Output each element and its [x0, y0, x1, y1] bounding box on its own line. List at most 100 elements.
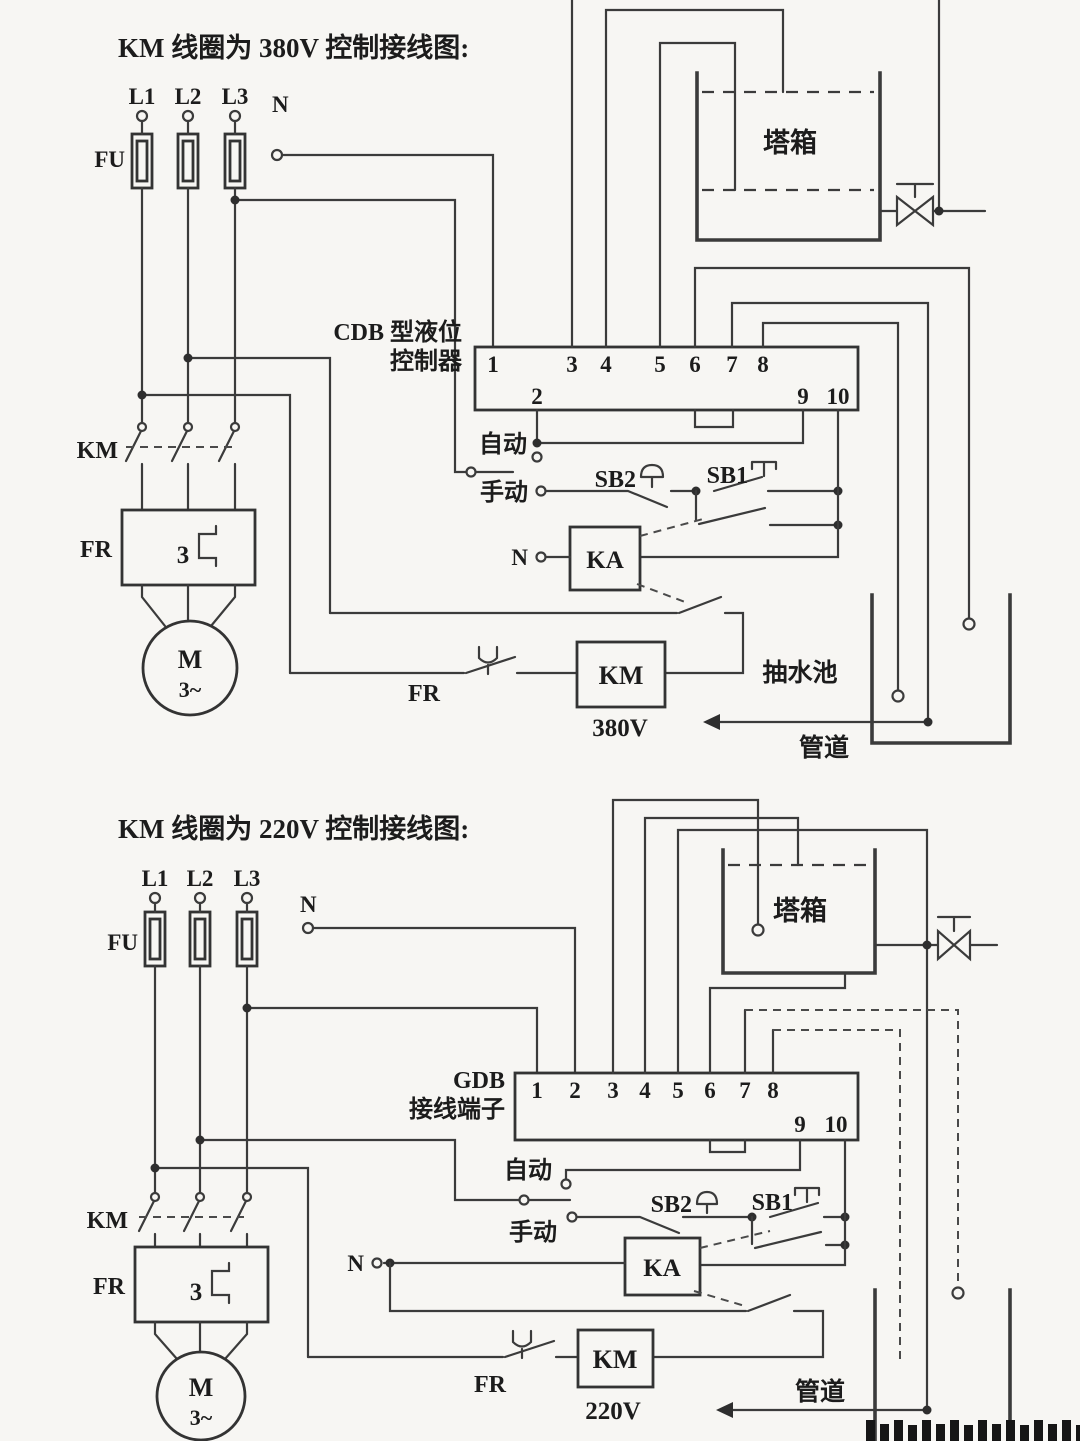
junction-dot — [922, 1405, 932, 1415]
diagram-380v-title: KM 线圈为 380V 控制接线图: — [118, 33, 469, 63]
fr-contact-label: FR — [474, 1372, 507, 1398]
junction-dot — [230, 195, 240, 205]
ka-neutral-terminal — [535, 551, 547, 563]
junction-dot — [532, 438, 542, 448]
gdb-block-name-1: GDB — [453, 1068, 505, 1094]
motor-phase-label: 3~ — [190, 1405, 213, 1430]
cdb-controller-name-2: 控制器 — [390, 347, 463, 375]
junction-dot — [150, 1163, 160, 1173]
probe-tip — [951, 1286, 965, 1300]
fr-pole-count: 3 — [190, 1279, 203, 1306]
svg-text:3: 3 — [566, 352, 578, 377]
fr-contact-row — [288, 655, 579, 675]
junction-dot — [242, 1003, 252, 1013]
svg-text:7: 7 — [739, 1078, 751, 1103]
sb2-label: SB2 — [651, 1192, 692, 1218]
km-contactor — [124, 421, 241, 512]
km-coil-label: KM — [599, 661, 644, 690]
gdb-block-name-2: 接线端子 — [409, 1096, 505, 1123]
phase-l2-label: L2 — [187, 866, 214, 891]
sb2-mushroom-icon — [639, 463, 665, 489]
km-coil-label: KM — [593, 1345, 638, 1374]
phase-l3-label: L3 — [222, 84, 249, 109]
fr-thermal-relay-box — [133, 1245, 270, 1324]
km-contactor-label: KM — [87, 1208, 128, 1234]
selector-pole — [518, 1194, 530, 1206]
svg-text:1: 1 — [487, 352, 499, 377]
tower-tank-walls — [695, 71, 882, 242]
svg-text:6: 6 — [689, 352, 701, 377]
ka-mech-links — [693, 1230, 771, 1307]
tank-probe-wires — [611, 798, 929, 1412]
power-wires — [140, 119, 495, 675]
pool-probe-wires — [693, 266, 971, 724]
fr-to-motor-wires — [140, 583, 237, 628]
sb1-button-icon — [750, 460, 778, 478]
fr-release-hook — [511, 1329, 533, 1360]
tower-tank-label: 塔箱 — [763, 127, 817, 158]
svg-text:2: 2 — [531, 384, 543, 409]
ka-aux-contact — [750, 1215, 847, 1250]
phase-l2-label: L2 — [175, 84, 202, 109]
terminal-6-7-loop — [693, 408, 735, 429]
cdb-controller-name-1: CDB 型液位 — [333, 318, 462, 346]
fr-thermal-relay-label: FR — [80, 537, 113, 563]
gdb-terminal-block — [513, 1071, 860, 1142]
neutral-label: N — [300, 892, 317, 917]
sb2-contact — [576, 1215, 754, 1235]
terminal-6-7-loop — [708, 1138, 747, 1154]
sb1-contact — [712, 475, 840, 493]
tank-probe-wires — [570, 0, 785, 349]
svg-text:2: 2 — [569, 1078, 581, 1103]
sb2-label: SB2 — [595, 467, 636, 493]
manual-contact — [566, 1211, 578, 1223]
sb2-contact — [545, 489, 698, 509]
svg-text:3: 3 — [607, 1078, 619, 1103]
km-coil-voltage: 380V — [592, 715, 648, 742]
ka-mech-links — [636, 518, 704, 603]
pool-walls — [873, 1288, 1012, 1441]
junction-dot — [923, 717, 933, 727]
diagram-380v: KM 线圈为 380V 控制接线图: L1 L2 L3 N FU KM — [77, 0, 1012, 762]
svg-text:1: 1 — [531, 1078, 543, 1103]
fr-contact-row — [306, 1339, 580, 1359]
svg-text:10: 10 — [825, 1112, 848, 1137]
manual-label: 手动 — [480, 478, 528, 506]
fuse-label: FU — [94, 147, 125, 172]
ka-neutral-terminal — [371, 1257, 383, 1269]
probe-tip — [751, 923, 765, 937]
terminal-10-riser — [638, 408, 840, 559]
junction-dot — [137, 390, 147, 400]
sb2-mushroom-icon — [695, 1190, 719, 1215]
valve-symbol — [878, 0, 987, 228]
ka-main-contact-row — [388, 1261, 825, 1359]
fuse-label: FU — [107, 930, 138, 955]
fr-release-hook — [477, 645, 499, 676]
phase-l1-terminal — [135, 109, 149, 123]
cdb-terminal-numbers-bottom: 2 9 10 — [531, 384, 849, 409]
pool-feed-risers — [743, 1008, 775, 1075]
junction-dot — [183, 353, 193, 363]
pipe-label: 管道 — [799, 733, 849, 762]
km-contactor-label: KM — [77, 438, 118, 464]
terminal-10-riser — [698, 1138, 847, 1267]
neutral-terminal — [270, 148, 284, 162]
motor-phase-label: 3~ — [179, 677, 202, 702]
phase-l1-terminal — [148, 891, 162, 905]
fuse-symbols — [130, 132, 247, 190]
manual-label: 手动 — [509, 1218, 557, 1246]
junction-dot — [195, 1135, 205, 1145]
sb1-label: SB1 — [752, 1190, 793, 1216]
fr-contact-label: FR — [408, 681, 441, 707]
tank-water-levels — [702, 90, 874, 192]
phase-l1-label: L1 — [142, 866, 169, 891]
km-coil-voltage: 220V — [585, 1398, 641, 1425]
probe-tip — [891, 689, 905, 703]
cdb-terminal-numbers-top: 1 3 4 5 6 7 8 — [487, 352, 769, 377]
pool-walls — [870, 593, 1012, 745]
phase-l2-terminal — [193, 891, 207, 905]
phase-l3-label: L3 — [234, 866, 261, 891]
motor-label: M — [178, 645, 203, 674]
power-wires — [153, 901, 577, 1359]
fr-pole-count: 3 — [177, 542, 190, 569]
